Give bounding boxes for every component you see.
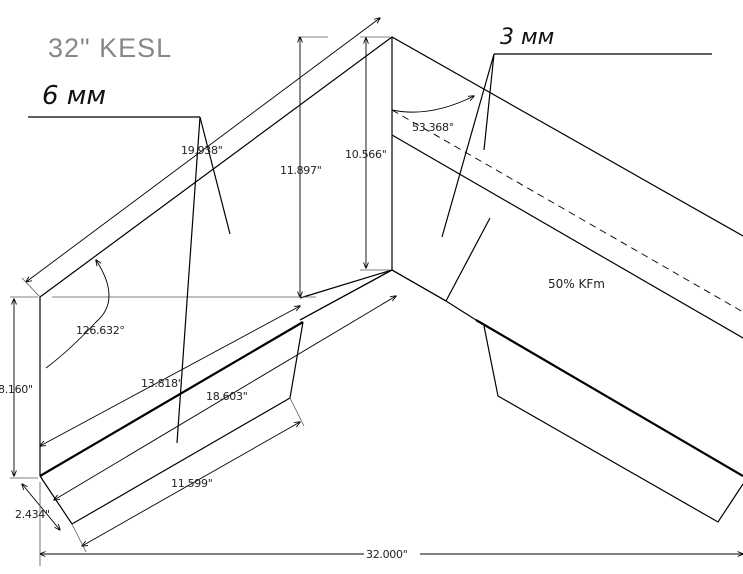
dim-rise-inner: 10.566" <box>345 148 386 161</box>
ext-line <box>21 277 41 298</box>
handwritten-leaders <box>28 53 712 444</box>
dim-angle-inner: 53.368° <box>412 121 454 134</box>
dim-angle-outer: 126.632° <box>76 324 125 337</box>
inner-ridge-right <box>391 269 447 302</box>
dim-end-height: 8.160" <box>0 383 33 396</box>
dim-rise-total: 11.897" <box>280 164 321 177</box>
ext-line <box>289 397 305 427</box>
right-inner-join <box>445 300 477 321</box>
inner-ridge-base <box>299 269 447 302</box>
dim-arc-angle-inner <box>391 96 474 113</box>
dim-line-lip <box>22 484 60 530</box>
dim-line-flat-length <box>82 422 300 546</box>
ext-line <box>71 523 87 553</box>
dim-slope-length: 19.938" <box>181 144 222 157</box>
left-thick-edge <box>39 321 304 477</box>
leader-left-a <box>199 116 231 235</box>
right-thick-edge <box>475 319 743 477</box>
right-thickness-note: 3 мм <box>500 25 554 50</box>
right-lower-flange <box>483 325 743 523</box>
dim-outer-slope: 18.603" <box>206 390 247 403</box>
dim-inner-slope: 13.818" <box>141 377 182 390</box>
right-inner-slope <box>445 217 491 302</box>
dim-lip: 2.434" <box>15 508 50 521</box>
left-inner-slope <box>299 269 393 321</box>
dim-overall-width: 32.000" <box>366 548 407 561</box>
dim-line-slope-length <box>26 18 380 282</box>
overall-width-label-bg <box>364 545 420 559</box>
left-lower-flange <box>39 321 304 525</box>
coating-note: 50% KFm <box>548 277 605 291</box>
leader-right-b <box>483 53 495 151</box>
left-thickness-note: 6 мм <box>42 81 106 111</box>
dim-arc-angle-outer <box>45 260 110 369</box>
leader-left-b <box>176 116 201 444</box>
drawing-title: 32" KESL <box>48 33 172 63</box>
roof-profile <box>39 36 743 525</box>
centerline-dashed <box>391 109 743 313</box>
dim-flat-length: 11.599" <box>171 477 212 490</box>
leader-right-a <box>441 53 495 238</box>
dimension-lines <box>10 18 743 566</box>
right-inner-face <box>391 134 743 339</box>
